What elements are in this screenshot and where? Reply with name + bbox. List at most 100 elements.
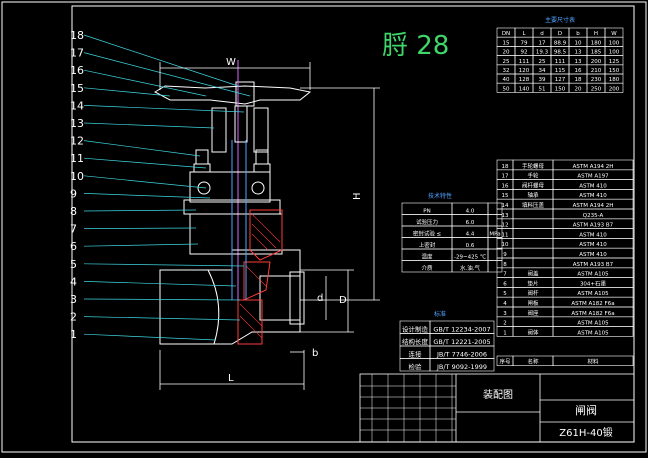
size-table-cell-text: 16 bbox=[575, 68, 582, 74]
size-table-cell-text: 230 bbox=[591, 77, 602, 83]
size-table-cell-text: 185 bbox=[591, 50, 602, 56]
part-number-13: 13 bbox=[70, 117, 84, 130]
parts-table-cell-text: ASTM A182 F6a bbox=[571, 301, 614, 307]
part-number-3: 3 bbox=[70, 293, 77, 306]
std-table-cell-text: GB/T 12234-2007 bbox=[433, 326, 490, 334]
parts-table-cell-text: ASTM 410 bbox=[579, 193, 607, 199]
part-number-12: 12 bbox=[70, 135, 84, 148]
size-table-cell-text: 92 bbox=[521, 50, 528, 56]
parts-table-cell-text: 9 bbox=[503, 252, 507, 258]
size-table-cell-text: 17 bbox=[539, 40, 546, 46]
part-number-6: 6 bbox=[70, 240, 77, 253]
leader-12 bbox=[83, 140, 201, 157]
size-table-cell-text: 19.3 bbox=[536, 50, 549, 56]
parts-table-cell-text: ASTM A193 B7 bbox=[573, 262, 614, 268]
parts-table-cell-text: 名称 bbox=[527, 358, 539, 366]
parts-table-cell-text: 5 bbox=[503, 291, 507, 297]
size-table-cell-text: 210 bbox=[591, 68, 602, 74]
tech-table-cell-text: 介质 bbox=[421, 264, 433, 272]
parts-table-cell-text: 17 bbox=[502, 174, 509, 180]
size-table-cell-text: 128 bbox=[519, 77, 530, 83]
leader-4 bbox=[83, 281, 237, 287]
bonnet-body bbox=[189, 213, 283, 255]
parts-table-cell-text: 阀盖 bbox=[527, 270, 539, 278]
tech-table-cell-text: MPa bbox=[489, 232, 500, 238]
size-table-cell-text: b bbox=[576, 31, 580, 37]
size-table-cell-text: 88.9 bbox=[554, 40, 567, 46]
parts-table-cell bbox=[512, 257, 554, 269]
size-table-cell-text: 32 bbox=[503, 68, 510, 74]
size-table-cell-text: 20 bbox=[575, 86, 582, 92]
parts-table-cell-text: 15 bbox=[502, 193, 509, 199]
dim-l: L bbox=[228, 373, 234, 384]
parts-table-cell-text: ASTM A105 bbox=[577, 291, 609, 297]
dim-d-big: D bbox=[339, 295, 347, 306]
parts-table-cell-text: ASTM 410 bbox=[579, 252, 607, 258]
parts-table-cell-text: ASTM 410 bbox=[579, 242, 607, 248]
std-table-cell-text: GB/T 12221-2005 bbox=[433, 338, 490, 346]
parts-table-cell-text: 3 bbox=[503, 311, 507, 317]
size-table-cell-text: 100 bbox=[609, 50, 620, 56]
tech-table-cell-text: 4.0 bbox=[466, 209, 475, 215]
title-drawing-type: 装配图 bbox=[483, 388, 513, 401]
leader-2 bbox=[83, 316, 241, 321]
yoke-upper bbox=[234, 105, 248, 143]
leader-16 bbox=[83, 69, 207, 97]
size-table-cell-text: 100 bbox=[609, 40, 620, 46]
part-number-4: 4 bbox=[70, 275, 77, 288]
parts-table-cell bbox=[512, 247, 554, 259]
leader-9 bbox=[83, 193, 211, 199]
size-table-cell bbox=[604, 82, 624, 93]
tech-table-cell-text: 6.0 bbox=[466, 220, 475, 226]
size-table-cell-text: 18 bbox=[575, 77, 582, 83]
size-table-cell-text: 180 bbox=[609, 77, 620, 83]
parts-table-cell bbox=[552, 355, 634, 366]
leader-14 bbox=[83, 105, 245, 113]
leader-1 bbox=[83, 333, 217, 341]
size-table-cell-text: 180 bbox=[591, 40, 602, 46]
size-table-cell-text: d bbox=[540, 31, 544, 37]
leader-6 bbox=[83, 243, 199, 247]
leader-13 bbox=[83, 122, 215, 129]
size-table-cell-text: D bbox=[558, 31, 562, 37]
size-table-cell-text: 250 bbox=[591, 86, 602, 92]
std-table-cell-text: 设计制造 bbox=[402, 325, 429, 334]
leader-17 bbox=[83, 52, 251, 97]
leader-18 bbox=[83, 34, 239, 87]
part-number-7: 7 bbox=[70, 223, 77, 236]
parts-table-cell bbox=[512, 208, 554, 220]
parts-table-cell-text: ASTM A194 2H bbox=[573, 203, 614, 209]
std-table-cell-text: 结构长度 bbox=[402, 337, 429, 346]
leader-11 bbox=[83, 157, 207, 169]
parts-table-cell-text: ASTM A193 B7 bbox=[573, 223, 614, 229]
tech-table-cell-text: PN bbox=[423, 209, 430, 215]
size-table-cell-text: 115 bbox=[555, 68, 566, 74]
bonnet-flange bbox=[189, 171, 271, 203]
title-code: Z61H-40锻 bbox=[559, 426, 612, 439]
tech-table-cell-text: 温度 bbox=[421, 253, 433, 261]
std-table-cell-text: 检验 bbox=[409, 362, 423, 371]
part-number-2: 2 bbox=[70, 311, 77, 324]
size-table-cell-text: L bbox=[522, 31, 526, 37]
part-number-11: 11 bbox=[70, 152, 84, 165]
leader-7 bbox=[83, 227, 197, 229]
parts-table-cell-text: 2 bbox=[503, 321, 507, 327]
part-number-10: 10 bbox=[70, 170, 84, 183]
dim-h: H bbox=[352, 192, 363, 200]
part-number-9: 9 bbox=[70, 187, 77, 200]
parts-table-cell-text: 304+石墨 bbox=[580, 280, 607, 287]
leader-5 bbox=[83, 263, 245, 267]
std-table-cell bbox=[429, 358, 495, 372]
tech-table-cell-text: 4.4 bbox=[466, 232, 475, 238]
size-table-cell-text: 111 bbox=[519, 59, 530, 65]
parts-table-cell bbox=[552, 326, 634, 337]
size-table-cell-text: 13 bbox=[575, 50, 582, 56]
parts-table-cell-text: 8 bbox=[503, 262, 507, 268]
size-table-cell-text: W bbox=[611, 31, 617, 37]
